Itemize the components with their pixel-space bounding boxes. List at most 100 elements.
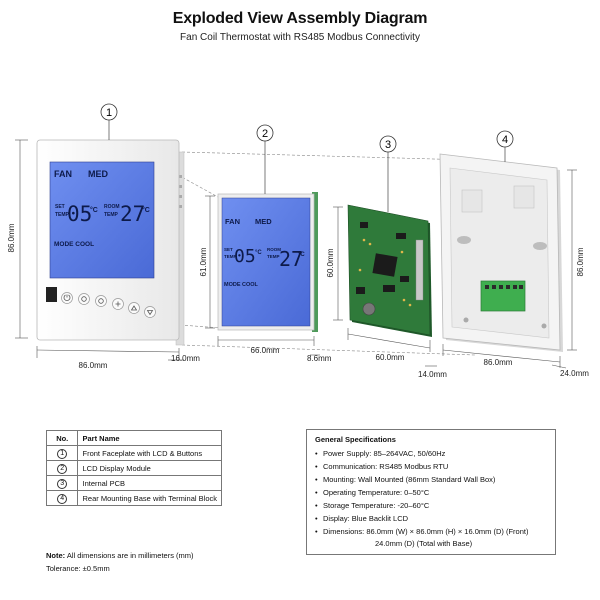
fan-button[interactable] (95, 295, 107, 307)
spec-item: Display: Blue Backlit LCD (315, 512, 547, 525)
front-faceplate: FAN MED SET TEMP 05 °C ROOM TEMP 27 °C M… (36, 139, 185, 346)
spec-item: Dimensions: 86.0mm (W) × 86.0mm (H) × 16… (315, 525, 547, 538)
ir-sensor-window (46, 287, 57, 302)
lcd1-set-value: 05 (67, 202, 92, 226)
lcd2-set-temp-label: TEMP (224, 254, 237, 259)
lcd2-room-unit: °C (298, 252, 305, 258)
down-button[interactable] (144, 306, 156, 318)
dim-lcd-height: 61.0mm (199, 247, 208, 276)
dim-base-height: 86.0mm (576, 247, 585, 276)
callout-1: 1 (106, 107, 112, 119)
col-part-name-header: Part Name (77, 430, 222, 446)
dim-pcb-width: 60.0mm (376, 353, 405, 362)
note-tolerance: Tolerance: ±0.5mm (46, 564, 110, 573)
dim-pcb-depth: 14.0mm (418, 370, 447, 379)
lcd1-room-unit: °C (142, 206, 150, 214)
pcb-header-pins (415, 239, 424, 301)
lcd2-mode-label: MODE COOL (224, 282, 259, 288)
lcd-display-module: FAN MED SET TEMP 05 °C ROOM TEMP 27 °C M… (217, 192, 318, 332)
lcd2-set-value: 05 (234, 246, 256, 267)
down-arrow-icon (146, 310, 154, 316)
lcd2-room-label: ROOM (267, 247, 281, 252)
specifications-list: Power Supply: 85–264VAC, 50/60Hz Communi… (315, 447, 547, 538)
mode-icon (81, 296, 87, 302)
lcd1-set-unit: °C (90, 206, 98, 214)
note-text: All dimensions are in millimeters (mm) (66, 551, 194, 560)
page-title: Exploded View Assembly Diagram (172, 10, 428, 27)
dim-base-width: 86.0mm (484, 358, 513, 367)
callout-3: 3 (385, 139, 391, 151)
part-name: Rear Mounting Base with Terminal Block (77, 490, 222, 506)
gear-icon (115, 301, 121, 307)
table-row: 1 Front Faceplate with LCD & Buttons (45, 445, 222, 461)
dim-front-height: 86.0mm (7, 223, 16, 252)
part-number: 4 (57, 493, 68, 504)
lcd2-set-unit: °C (255, 250, 262, 256)
table-row: 2 LCD Display Module (45, 460, 222, 476)
spec-item-continuation: 24.0mm (D) (Total with Base) (375, 539, 473, 548)
up-button[interactable] (128, 302, 140, 314)
part-number: 3 (57, 478, 68, 489)
mounting-slot-left (457, 236, 471, 244)
button-icons (63, 294, 154, 316)
lcd2-med-label: MED (255, 217, 272, 226)
lcd2-set-label: SET (224, 247, 233, 252)
lcd1-mode-label: MODE COOL (54, 241, 94, 248)
part-name: Front Faceplate with LCD & Buttons (77, 445, 222, 461)
up-arrow-icon (130, 305, 138, 311)
dimension-lines (15, 139, 577, 369)
lcd1-room-temp-label: TEMP (104, 212, 119, 218)
spec-item: Power Supply: 85–264VAC, 50/60Hz (315, 447, 547, 460)
specifications-box: General Specifications Power Supply: 85–… (306, 429, 556, 555)
specifications-title: General Specifications (315, 435, 396, 444)
table-row: 4 Rear Mounting Base with Terminal Block (45, 490, 222, 506)
lcd2-room-temp-label: TEMP (267, 254, 280, 259)
lcd1-room-label: ROOM (104, 204, 120, 210)
lcd2-room-value: 27 (279, 247, 303, 271)
col-no-header: No. (45, 430, 79, 446)
part-number: 2 (57, 463, 68, 474)
parts-table-header: No. Part Name (45, 430, 222, 446)
vent-slots (178, 175, 182, 208)
note-label: Note: (46, 551, 66, 560)
page-subtitle: Fan Coil Thermostat with RS485 Modbus Co… (180, 32, 420, 43)
terminal-block (480, 280, 526, 312)
spec-item: Storage Temperature: -20–60°C (315, 499, 547, 512)
buzzer (362, 302, 376, 316)
front-buttons (61, 292, 156, 318)
part-name: LCD Display Module (77, 460, 222, 476)
callouts: 1 2 3 4 (100, 103, 514, 212)
lcd1-med-label: MED (88, 169, 109, 179)
callout-4: 4 (502, 134, 508, 146)
dim-lcd-width: 66.0mm (251, 346, 280, 355)
pcb-pads (358, 238, 412, 307)
lcd1-set-label: SET (55, 204, 65, 210)
lcd1-fan-label: FAN (54, 169, 72, 179)
table-row: 3 Internal PCB (45, 475, 222, 491)
part-number: 1 (57, 448, 68, 459)
spec-item: Communication: RS485 Modbus RTU (315, 460, 547, 473)
dim-front-depth: 16.0mm (171, 354, 200, 363)
part-name: Internal PCB (77, 475, 222, 491)
lcd1-room-value: 27 (120, 202, 145, 226)
dimension-labels: 86.0mm 86.0mm 16.0mm 61.0mm 66.0mm 8.6mm… (7, 223, 589, 379)
alignment-lines (177, 151, 476, 356)
power-button[interactable] (61, 292, 73, 304)
mode-button[interactable] (78, 293, 90, 305)
rear-mounting-base (439, 153, 563, 352)
callout-2: 2 (262, 128, 268, 140)
spec-item: Operating Temperature: 0–50°C (315, 486, 547, 499)
mounting-slot-right (533, 242, 547, 250)
lcd2-fan-label: FAN (225, 217, 240, 226)
power-icon (63, 294, 71, 301)
dimension-note: Note: All dimensions are in millimeters … (46, 549, 194, 575)
dim-front-width: 86.0mm (79, 361, 108, 370)
parts-table: No. Part Name 1 Front Faceplate with LCD… (45, 430, 222, 506)
exploded-view-diagram: FAN MED SET TEMP 05 °C ROOM TEMP 27 °C M… (7, 103, 589, 379)
dim-base-depth: 24.0mm (560, 369, 589, 378)
dim-pcb-height: 60.0mm (326, 248, 335, 277)
internal-pcb (347, 204, 432, 337)
dim-lcd-depth: 8.6mm (307, 354, 332, 363)
pcb-components (356, 222, 409, 294)
fan-icon (98, 298, 104, 304)
